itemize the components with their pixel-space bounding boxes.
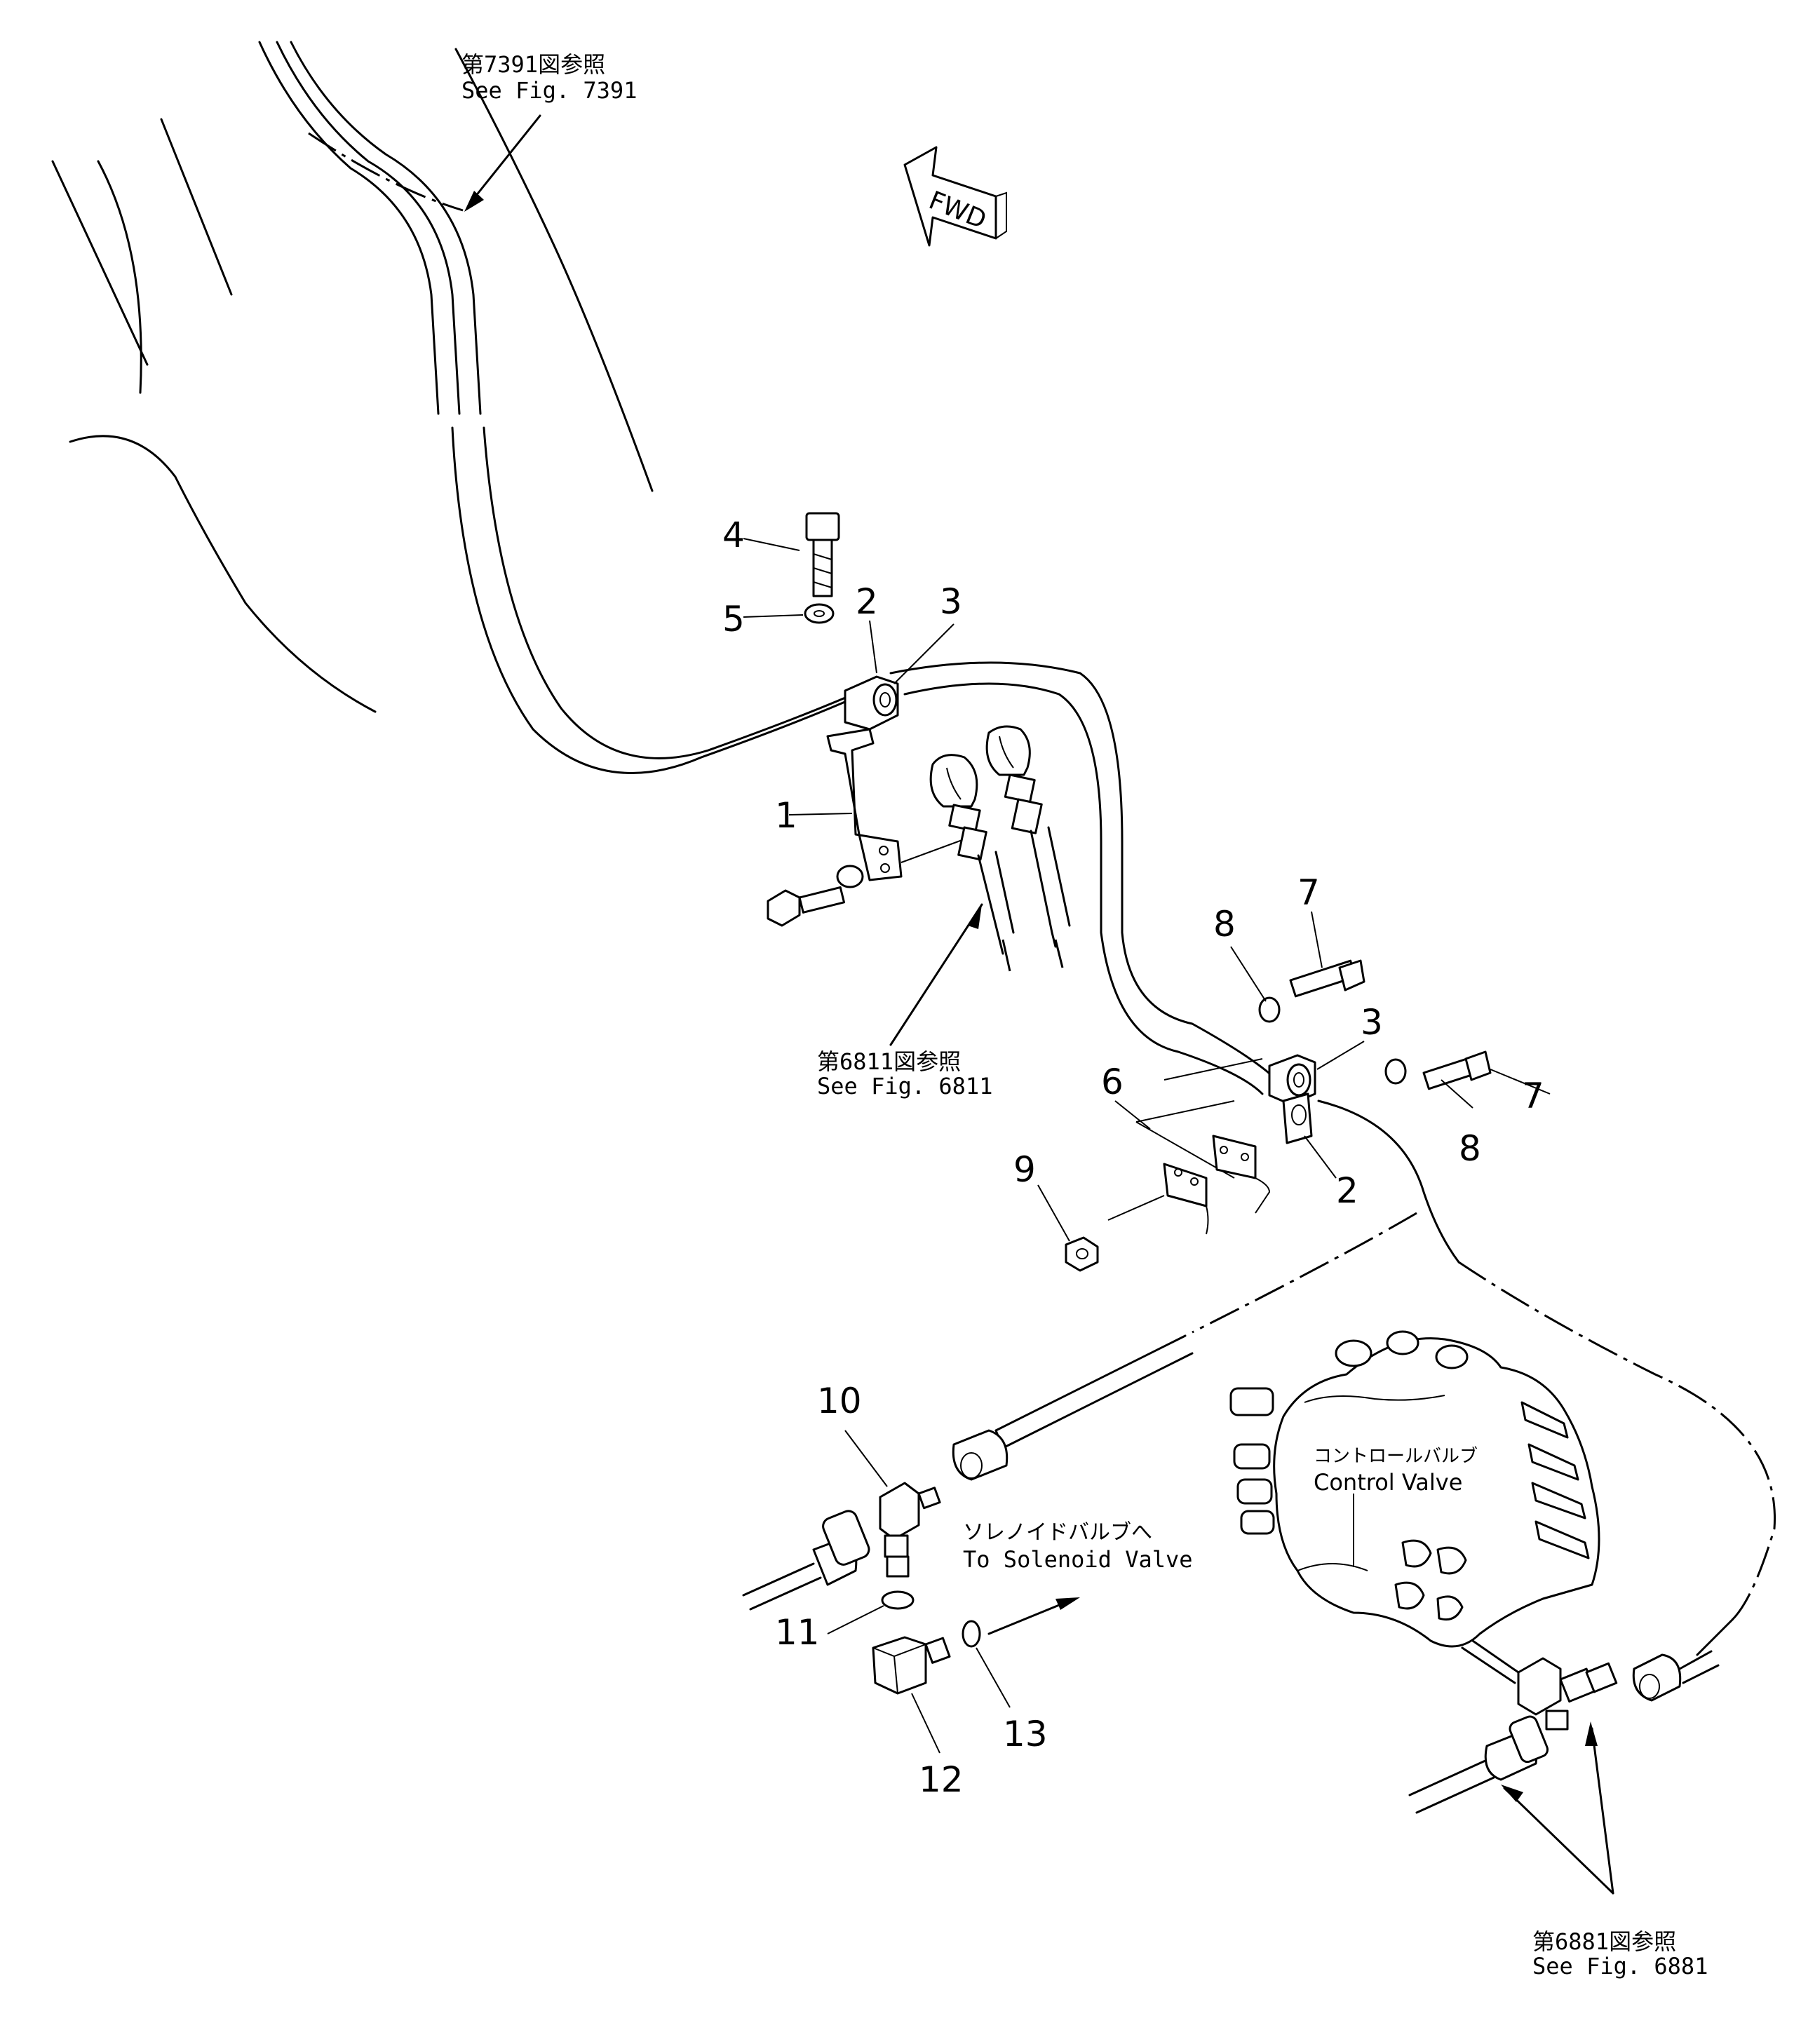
bolt-7-upper — [1289, 959, 1365, 998]
part-number-11: 11 — [775, 1612, 820, 1653]
hose-right-long — [1317, 1099, 1460, 1264]
oring-13 — [962, 1620, 981, 1648]
part-number-6: 6 — [1101, 1062, 1124, 1102]
tee-fitting-6881 — [1461, 1639, 1618, 1731]
ref-6881-jp: 第6881図参照 — [1532, 1928, 1676, 1955]
hose-diagonal — [994, 1334, 1187, 1432]
hose-diagonal-dash — [1192, 1212, 1417, 1334]
bolt-4 — [805, 512, 840, 597]
washer-5 — [804, 603, 835, 624]
bolt-7-lower — [1422, 1050, 1492, 1090]
part-number-5: 5 — [722, 599, 745, 639]
ref-6811-en: See Fig. 6811 — [817, 1073, 992, 1099]
bracket-6 — [1107, 1058, 1271, 1235]
upper-hoses — [258, 41, 482, 415]
hose-line-b — [483, 426, 871, 759]
hose-fitting-lower — [1408, 1715, 1549, 1814]
control-valve-en: Control Valve — [1314, 1469, 1462, 1496]
part-number-3-upper: 3 — [940, 581, 962, 622]
hose-right-end — [1696, 1618, 1734, 1656]
ref-7391-jp: 第7391図参照 — [461, 51, 605, 78]
part-number-1: 1 — [775, 795, 797, 836]
hose-line-a — [451, 426, 864, 774]
washer-8-lower — [1384, 1058, 1407, 1085]
machine-outline — [51, 48, 654, 713]
solenoid-arrow — [987, 1601, 1067, 1635]
bracket-bolt — [767, 865, 864, 927]
bracket-leader — [900, 837, 969, 863]
clamp-3-right — [1268, 1054, 1316, 1106]
fittings-6811 — [929, 725, 1071, 972]
part-number-10: 10 — [817, 1381, 862, 1421]
hose-right-dash — [1458, 1261, 1776, 1621]
fitting-12 — [872, 1636, 951, 1695]
part-number-9: 9 — [1013, 1149, 1036, 1190]
part-leaders — [743, 538, 1551, 1754]
part-number-8-lower: 8 — [1459, 1128, 1481, 1169]
fwd-arrow: FWD — [903, 146, 1007, 247]
control-valve — [1229, 1330, 1600, 1648]
clamp-2-upper — [844, 675, 899, 731]
control-valve-jp: コントロールバルブ — [1314, 1446, 1478, 1467]
part-number-12: 12 — [919, 1759, 964, 1800]
solenoid-jp: ソレノイドバルブへ — [963, 1520, 1152, 1545]
hose-loop — [889, 661, 1278, 1081]
part-number-7-upper: 7 — [1297, 872, 1320, 913]
nut-9 — [1065, 1236, 1099, 1272]
hose-fitting-upper — [952, 1429, 1009, 1481]
ref-6881-arrows — [1501, 1721, 1614, 1895]
labels: 第7391図参照 See Fig. 7391 第6811図参照 See Fig.… — [461, 51, 1708, 1979]
ref-6881-en: See Fig. 6881 — [1532, 1953, 1708, 1979]
ref-7391-arrow — [468, 114, 541, 205]
part-number-2-upper: 2 — [856, 581, 878, 622]
hose-fitting-right — [1632, 1650, 1720, 1702]
part-numbers: 1 2 2 3 3 4 5 6 7 7 8 8 9 10 11 12 13 — [722, 515, 1544, 1800]
part-number-8-upper: 8 — [1213, 904, 1236, 945]
ref-6811-jp: 第6811図参照 — [817, 1048, 961, 1075]
part-number-7-lower: 7 — [1522, 1076, 1544, 1116]
part-number-2-lower: 2 — [1336, 1170, 1358, 1211]
washer-8-upper — [1258, 996, 1281, 1023]
hose-diagonal-b — [1001, 1352, 1194, 1449]
solenoid-en: To Solenoid Valve — [963, 1546, 1193, 1573]
ref-7391-en: See Fig. 7391 — [461, 77, 637, 104]
bracket-1 — [826, 728, 903, 881]
ref-6811-arrow — [889, 903, 983, 1046]
hose-left-lower — [742, 1510, 870, 1611]
clamp-2-right — [1282, 1092, 1313, 1144]
part-number-3-lower: 3 — [1361, 1002, 1383, 1043]
part-number-13: 13 — [1003, 1714, 1048, 1754]
fitting-10 — [879, 1482, 941, 1578]
oring-11 — [881, 1590, 915, 1610]
hose-loop-inner — [903, 682, 1264, 1095]
part-number-4: 4 — [722, 515, 745, 555]
